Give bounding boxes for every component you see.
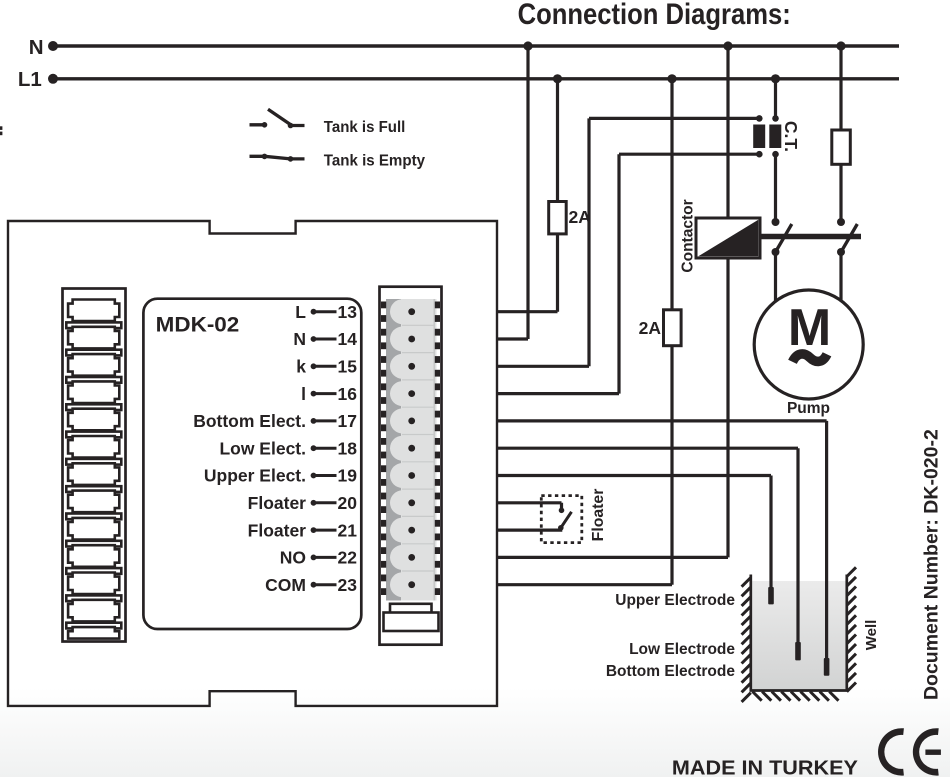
svg-text:C.T.: C.T.	[781, 121, 801, 152]
svg-text:Bottom Elect.: Bottom Elect.	[193, 411, 306, 431]
svg-text:COM: COM	[265, 575, 306, 595]
svg-text:Tank is Empty: Tank is Empty	[324, 152, 425, 169]
svg-text:14: 14	[338, 329, 358, 349]
svg-text:15: 15	[338, 357, 358, 377]
svg-text:M: M	[788, 299, 831, 357]
svg-text:l: l	[301, 384, 306, 404]
svg-text:MADE IN TURKEY: MADE IN TURKEY	[672, 758, 859, 777]
svg-text:21: 21	[338, 520, 358, 540]
svg-text:Floater: Floater	[590, 489, 607, 542]
svg-text:Document Number: DK-020-2: Document Number: DK-020-2	[921, 429, 943, 700]
svg-text:20: 20	[338, 493, 358, 513]
svg-text:Upper Elect.: Upper Elect.	[204, 466, 306, 486]
svg-text:19: 19	[338, 466, 358, 486]
svg-text:16: 16	[338, 384, 358, 404]
svg-text:N: N	[293, 329, 306, 349]
svg-text:2A: 2A	[569, 207, 592, 227]
svg-text:23: 23	[338, 575, 358, 595]
svg-text:Low Electrode: Low Electrode	[629, 641, 735, 658]
svg-text:k: k	[296, 357, 306, 377]
svg-text:17: 17	[338, 411, 357, 431]
svg-text:18: 18	[338, 438, 358, 458]
svg-text:N: N	[29, 36, 44, 59]
svg-text:Bottom Electrode: Bottom Electrode	[606, 663, 736, 680]
svg-text:Connection Diagrams:: Connection Diagrams:	[518, 0, 791, 31]
svg-text:L: L	[295, 302, 306, 322]
svg-text:Contactor: Contactor	[679, 199, 696, 272]
svg-text:Pump: Pump	[787, 400, 830, 417]
svg-text:Floater: Floater	[248, 493, 307, 513]
svg-text:Floater: Floater	[248, 520, 307, 540]
svg-text:MDK-02: MDK-02	[156, 313, 240, 336]
svg-text:Upper Electrode: Upper Electrode	[615, 592, 735, 609]
svg-text:22: 22	[338, 548, 358, 568]
svg-text:Well: Well	[863, 620, 880, 651]
svg-text:L1: L1	[18, 68, 42, 91]
svg-text:13: 13	[338, 302, 358, 322]
svg-text:NO: NO	[280, 548, 306, 568]
svg-text:Low Elect.: Low Elect.	[219, 438, 306, 458]
svg-text:Tank is Full: Tank is Full	[324, 119, 406, 136]
svg-text:2A: 2A	[639, 318, 662, 338]
